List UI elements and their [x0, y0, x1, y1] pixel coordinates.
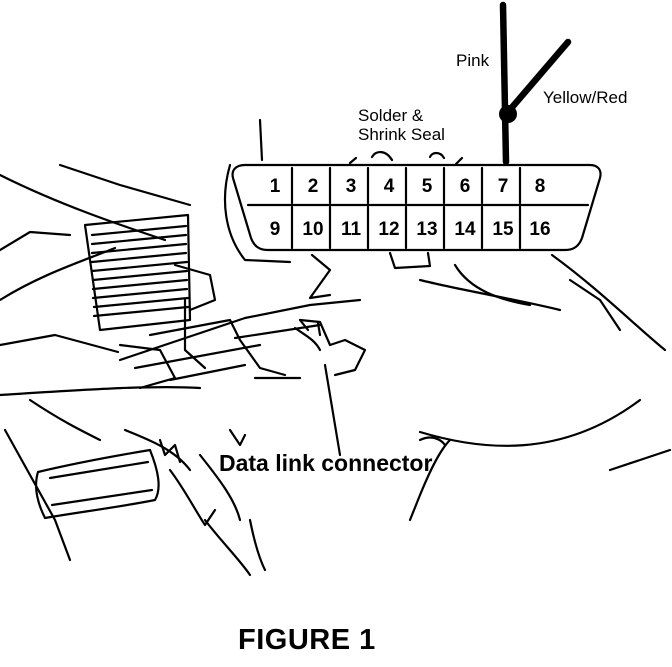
pin-label: 6: [459, 176, 471, 197]
pink-wire: [499, 1, 510, 166]
solder-leaders: [348, 151, 464, 166]
splice-dot: [499, 105, 517, 123]
dlc-bracket: [298, 318, 322, 337]
pin-label: 16: [529, 219, 551, 240]
pink-wire-label: Pink: [456, 51, 490, 70]
dlc-leader-line: [323, 363, 342, 457]
pin-label: 4: [383, 176, 395, 197]
connector-housing: [231, 163, 602, 252]
data-link-connector-label: Data link connector: [219, 450, 433, 476]
steering-column-drawing: [0, 163, 207, 370]
lower-dash-drawing: [0, 118, 672, 562]
pin-label: 5: [421, 176, 433, 197]
yellow-red-wire-label: Yellow/Red: [543, 88, 628, 107]
pin-label: 9: [269, 219, 281, 240]
pin-label: 8: [534, 176, 546, 197]
solder-callout-line1: Solder &: [358, 106, 424, 125]
solder-callout: Solder & Shrink Seal: [358, 106, 445, 144]
solder-callout-line2: Shrink Seal: [358, 125, 445, 145]
pedal-drawing: [34, 428, 267, 577]
pin-label: 10: [302, 219, 324, 240]
pin-label: 13: [416, 219, 438, 240]
pin-label: 2: [307, 176, 319, 197]
pin-label: 12: [378, 219, 400, 240]
pin-label: 3: [345, 176, 357, 197]
pin-label: 11: [340, 219, 362, 240]
pin-label: 15: [492, 219, 514, 240]
dash-vent-drawing: [83, 213, 192, 332]
figure-caption: FIGURE 1: [238, 624, 376, 656]
pin-label: 7: [497, 176, 509, 197]
pin-label: 14: [454, 219, 476, 240]
pin-label: 1: [269, 176, 281, 197]
yellow-red-wire: [504, 38, 572, 116]
